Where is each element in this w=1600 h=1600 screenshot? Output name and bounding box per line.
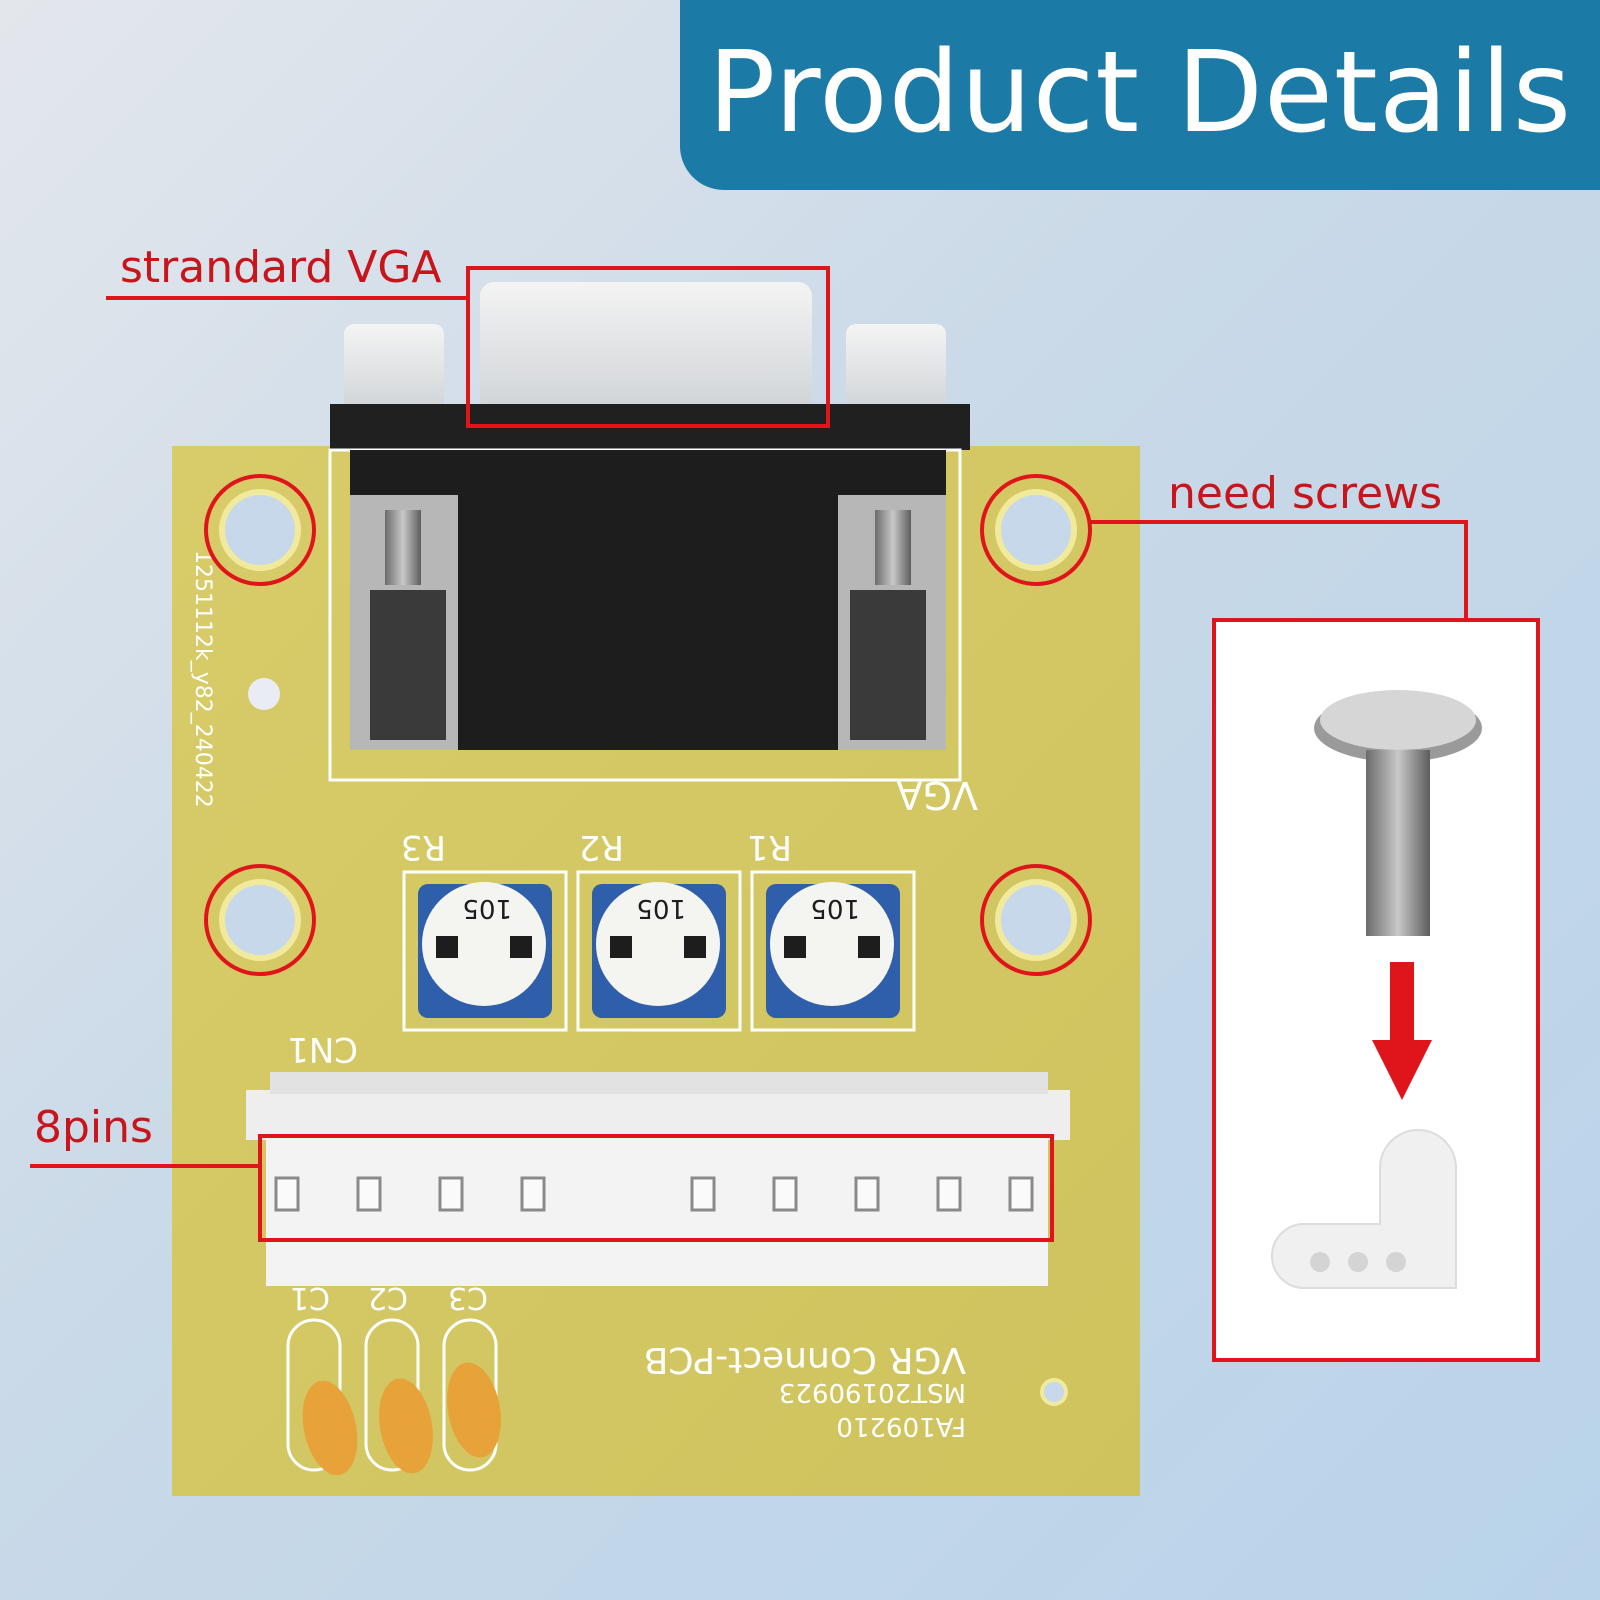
mount-hole-bottom-right: [995, 879, 1077, 961]
potentiometer-r3: 105: [402, 870, 568, 1032]
vga-screw-left: [385, 510, 421, 585]
header-pin: [438, 1176, 464, 1212]
vga-standoff-right: [846, 324, 946, 414]
header-pins: [274, 1176, 1034, 1212]
capacitor-c2: [379, 1378, 433, 1474]
mount-hole-top-left: [219, 489, 301, 571]
pcb-board-code-2: FA109210: [836, 1411, 966, 1441]
header-pin: [520, 1176, 546, 1212]
vga-callout-label: strandard VGA: [120, 242, 442, 293]
header-pin: [772, 1176, 798, 1212]
vga-highlight-box: [466, 266, 830, 428]
capacitors: [286, 1318, 501, 1476]
pcb-label-r3: R3: [401, 827, 446, 867]
arrow-down-icon: [1372, 962, 1432, 1100]
mount-hole-top-right: [995, 489, 1077, 571]
header-pin: [936, 1176, 962, 1212]
screws-pointer-line: [1090, 520, 1468, 620]
pcb-label-cn1: CN1: [287, 1029, 358, 1069]
small-hole: [248, 678, 280, 710]
mount-hole-highlight: [204, 864, 316, 976]
pcb-side-code: 1251112k_y82_240422: [190, 550, 215, 808]
callout-overlays: [30, 266, 1468, 1242]
potentiometer-r2: 105: [576, 870, 742, 1032]
vga-standoff-left: [344, 324, 444, 414]
pcb-board-name: VGR Connect-PCB: [644, 1339, 966, 1380]
small-hole-bottom: [1040, 1378, 1068, 1406]
pcb-label-vga: VGA: [897, 773, 978, 817]
header-pin: [1008, 1176, 1034, 1212]
mount-hole-highlight: [204, 474, 316, 586]
mount-hole-bottom-left: [219, 879, 301, 961]
pot-r1-code: 105: [810, 893, 860, 923]
pins-callout-label: 8pins: [34, 1102, 153, 1153]
header-pin: [274, 1176, 300, 1212]
header-banner: Product Details: [680, 0, 1600, 190]
screws-callout-label: need screws: [1168, 468, 1443, 519]
mount-hole-highlight: [980, 864, 1092, 976]
vga-connector: [328, 282, 970, 782]
page-title: Product Details: [707, 28, 1573, 158]
spacer-icon: [1271, 1129, 1457, 1289]
mount-hole-highlight: [980, 474, 1092, 586]
pot-r3-code: 105: [462, 893, 512, 923]
pin-header: [246, 1072, 1070, 1286]
header-pin: [854, 1176, 880, 1212]
capacitor-c3: [447, 1362, 501, 1458]
header-pin: [690, 1176, 716, 1212]
pcb-board-code-1: MST20190923: [779, 1377, 966, 1407]
pot-r2-code: 105: [636, 893, 686, 923]
screw-shaft: [1366, 750, 1430, 936]
pcb-label-r2: R2: [579, 827, 624, 867]
pcb-label-r1: R1: [747, 827, 792, 867]
screw-inset: [1212, 618, 1540, 1362]
vga-screw-right: [875, 510, 911, 585]
mounting-holes: [219, 489, 1077, 1406]
header-pin: [356, 1176, 382, 1212]
vga-d-shell: [480, 282, 812, 414]
potentiometer-r1: 105: [750, 870, 916, 1032]
capacitor-c1: [302, 1380, 358, 1476]
pins-highlight-box: [258, 1134, 1054, 1242]
potentiometers: 105 105 105: [402, 870, 916, 1032]
